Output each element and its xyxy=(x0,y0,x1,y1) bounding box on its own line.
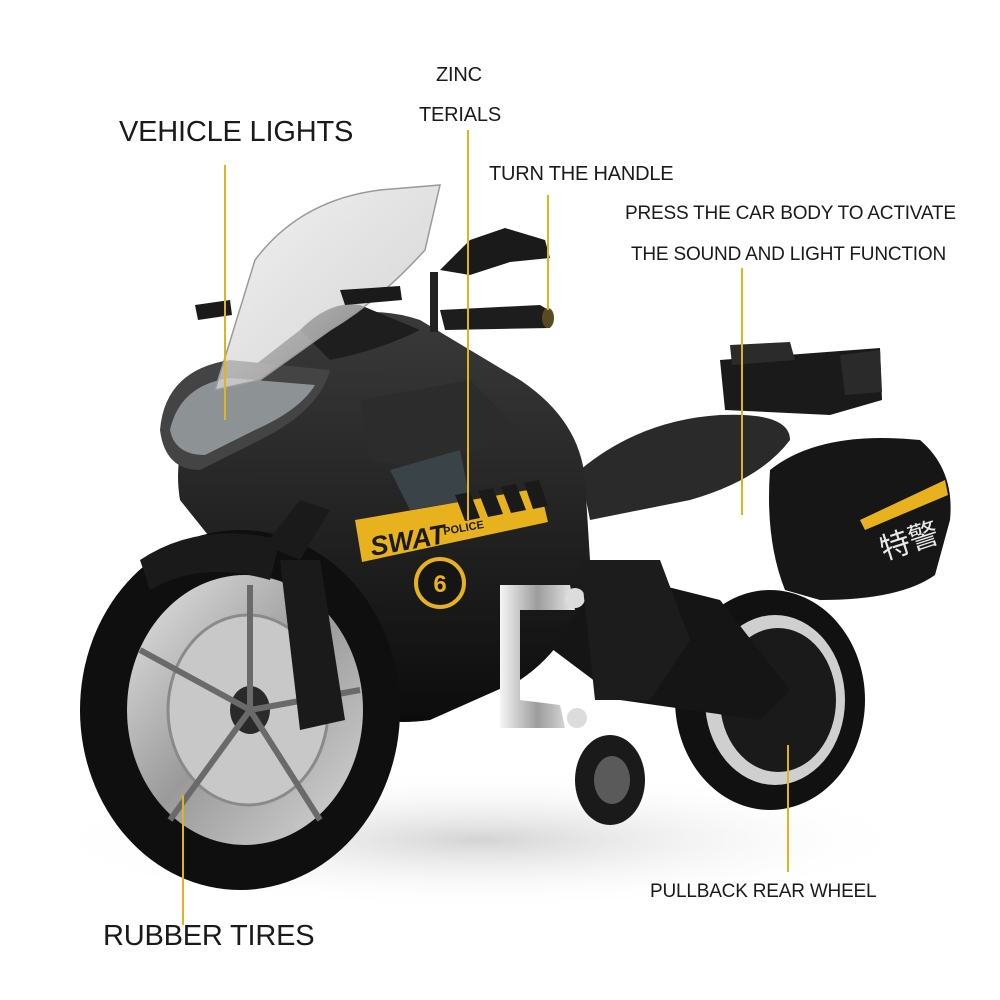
top-case xyxy=(720,342,882,415)
headlight xyxy=(160,360,330,470)
label-zinc-line2: TERIALS xyxy=(419,104,501,126)
number-badge xyxy=(414,557,466,609)
label-turn-handle: TURN THE HANDLE xyxy=(489,163,674,185)
label-rubber-tires: RUBBER TIRES xyxy=(103,920,315,952)
side-case xyxy=(769,438,951,600)
front-fork xyxy=(280,560,345,730)
leader-lines xyxy=(182,130,789,925)
seat xyxy=(580,414,790,520)
label-press-line1: PRESS THE CAR BODY TO ACTIVATE xyxy=(625,203,956,224)
exhaust-pipes xyxy=(500,585,587,728)
label-press-line2: THE SOUND AND LIGHT FUNCTION xyxy=(631,244,946,265)
label-vehicle-lights: VEHICLE LIGHTS xyxy=(119,116,354,148)
label-zinc-line1: ZINC xyxy=(436,64,482,86)
engine xyxy=(580,560,690,700)
front-wheel xyxy=(80,530,400,890)
label-pullback-rear-wheel: PULLBACK REAR WHEEL xyxy=(650,881,877,902)
windscreen xyxy=(213,184,441,392)
number-badge-text: 6 xyxy=(433,571,446,598)
